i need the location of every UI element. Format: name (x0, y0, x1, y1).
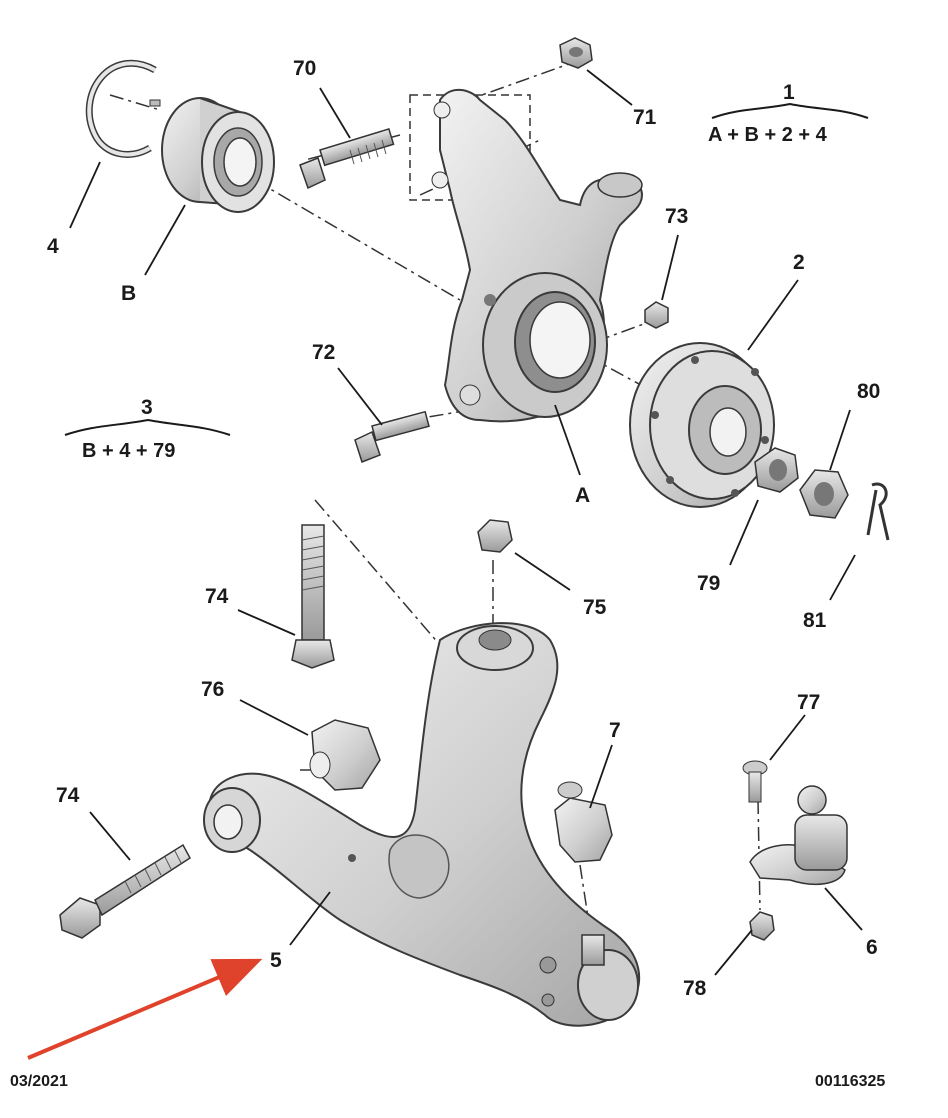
part-80-castle-nut (799, 469, 849, 519)
label-81: 81 (803, 609, 827, 632)
part-5-lower-control-arm (203, 622, 641, 1027)
part-78-nut (749, 911, 775, 941)
part-7-clip (554, 781, 613, 863)
label-2: 2 (793, 251, 805, 274)
part-6-ball-joint (749, 785, 848, 886)
label-B: B (121, 282, 137, 305)
label-70: 70 (293, 57, 317, 80)
label-7: 7 (609, 719, 621, 742)
label-74-upper: 74 (205, 585, 229, 608)
part-74-bolt-upper (291, 524, 335, 669)
label-78: 78 (683, 977, 707, 1000)
part-2-wheel-hub (629, 342, 775, 508)
kit-1-formula: A + B + 2 + 4 (708, 124, 827, 146)
label-77: 77 (797, 691, 821, 714)
part-73-nut (644, 301, 669, 329)
footer-date: 03/2021 (10, 1073, 68, 1090)
footer-reference: 00116325 (815, 1073, 886, 1090)
part-74-bolt-lower (59, 843, 191, 939)
label-75: 75 (583, 596, 607, 619)
label-A: A (575, 484, 591, 507)
label-5: 5 (270, 949, 282, 972)
label-3: 3 (141, 396, 153, 419)
kit-3-formula: B + 4 + 79 (82, 440, 176, 462)
label-79: 79 (697, 572, 721, 595)
part-A-steering-knuckle (431, 88, 643, 423)
part-72-bolt (354, 410, 430, 463)
label-73: 73 (665, 205, 689, 228)
label-71: 71 (633, 106, 657, 129)
label-1: 1 (783, 81, 795, 104)
leader-lines (69, 69, 863, 976)
part-81-split-pin (866, 482, 890, 541)
part-4-circlip (85, 59, 161, 158)
kit-brace-1 (711, 102, 869, 119)
part-75-nut (477, 519, 513, 553)
label-76: 76 (201, 678, 225, 701)
part-77-bolt (742, 760, 768, 803)
red-pointer-arrow (27, 958, 263, 1060)
label-6: 6 (866, 936, 878, 959)
part-B-wheel-bearing (161, 97, 275, 213)
label-74-lower: 74 (56, 784, 80, 807)
part-70-bolt (299, 128, 395, 190)
kit-brace-3 (64, 418, 231, 436)
label-80: 80 (857, 380, 881, 403)
part-79-hub-nut (754, 447, 799, 493)
label-4: 4 (47, 235, 59, 258)
label-72: 72 (312, 341, 336, 364)
part-71-nut (559, 37, 593, 69)
part-76-bushing (309, 719, 381, 791)
